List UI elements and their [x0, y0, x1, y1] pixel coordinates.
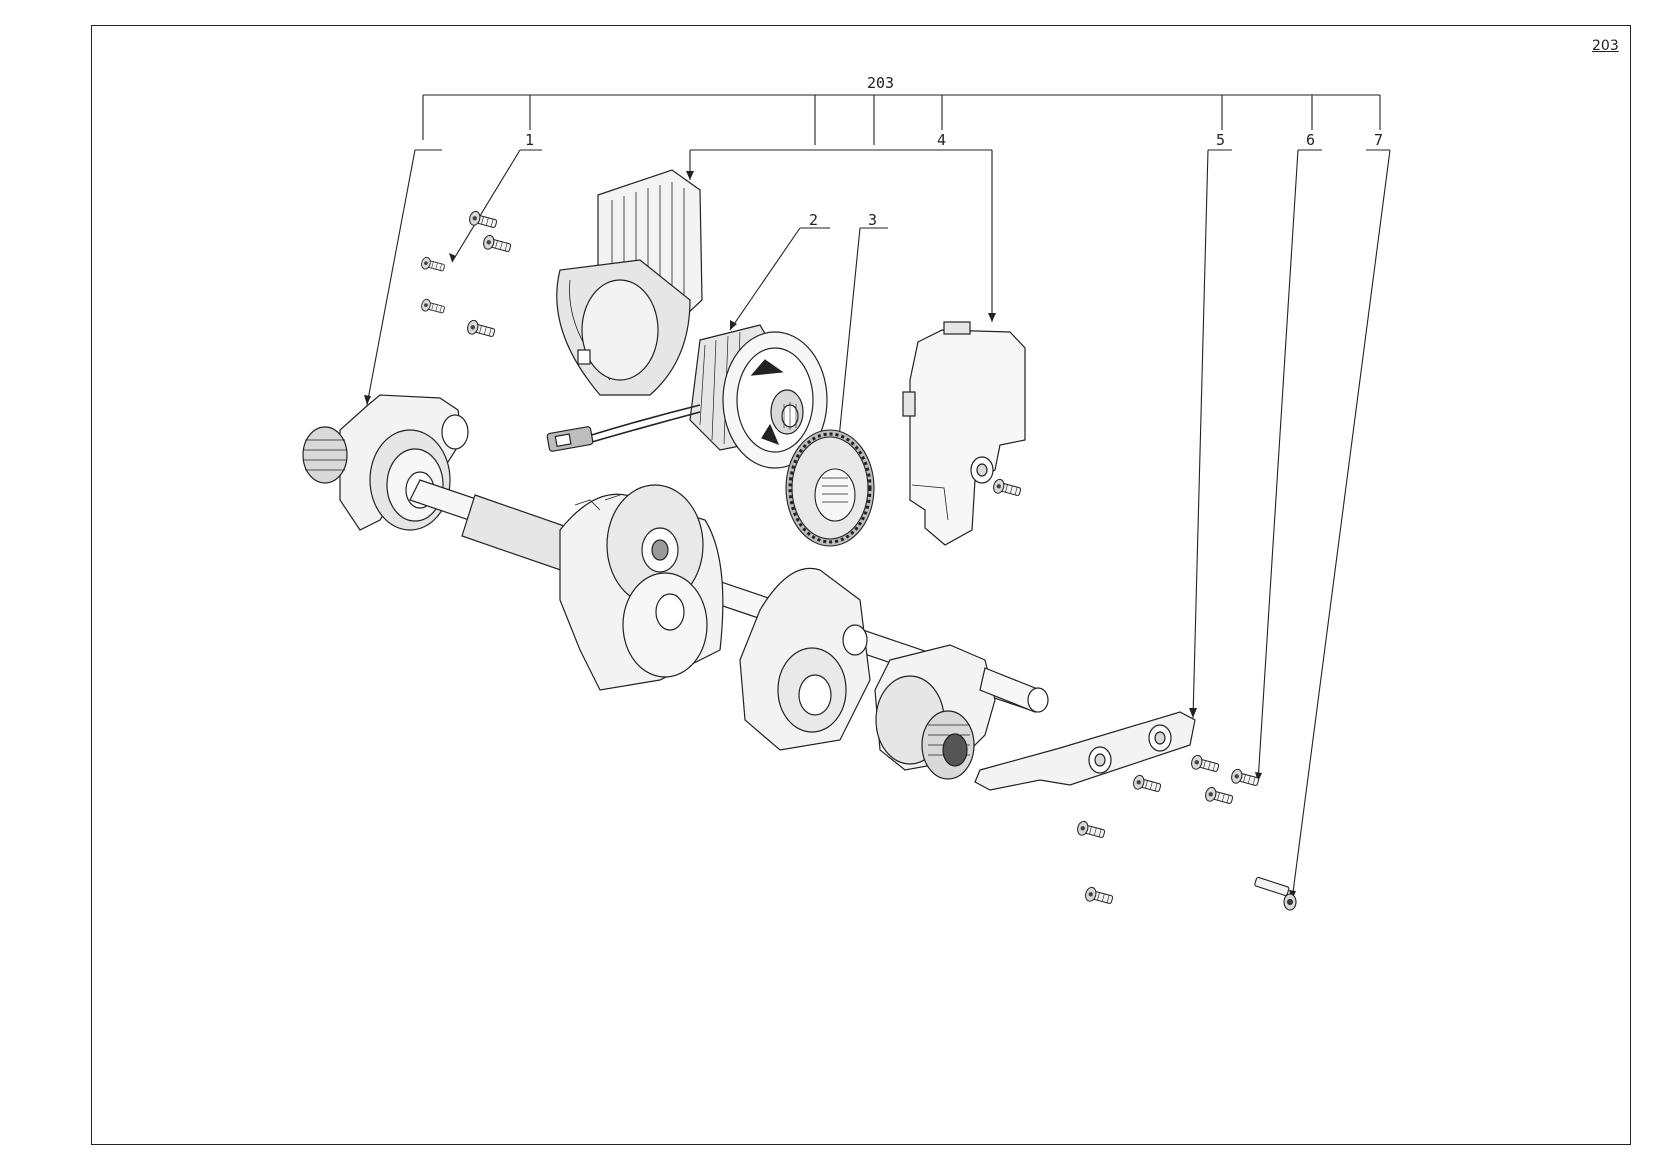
callout-7-label: 7	[1374, 131, 1383, 149]
right-end-plate	[874, 644, 1049, 780]
gearbox-housing-right	[739, 567, 871, 751]
callout-4-label: 4	[937, 131, 946, 149]
assembly-label: 203	[867, 74, 894, 92]
callout-6-label: 6	[1306, 131, 1315, 149]
drive-gear	[785, 429, 875, 547]
callout-2-label: 2	[809, 211, 818, 229]
callout-3-label: 3	[868, 211, 877, 229]
motor-housing	[556, 169, 703, 396]
callout-1-label: 1	[525, 131, 534, 149]
gearbox-housing	[559, 484, 724, 691]
leader-lines	[366, 94, 1391, 901]
drawing-frame	[91, 25, 1631, 1145]
cover	[902, 321, 1026, 546]
bracket-screws	[1075, 753, 1261, 908]
motor	[546, 324, 828, 469]
long-screw	[1254, 876, 1297, 911]
cover-screw	[991, 477, 1023, 500]
page-number: 203	[1592, 38, 1619, 54]
mounting-bracket	[974, 711, 1196, 791]
callout-5-label: 5	[1216, 131, 1225, 149]
screw-group-1	[419, 209, 513, 341]
